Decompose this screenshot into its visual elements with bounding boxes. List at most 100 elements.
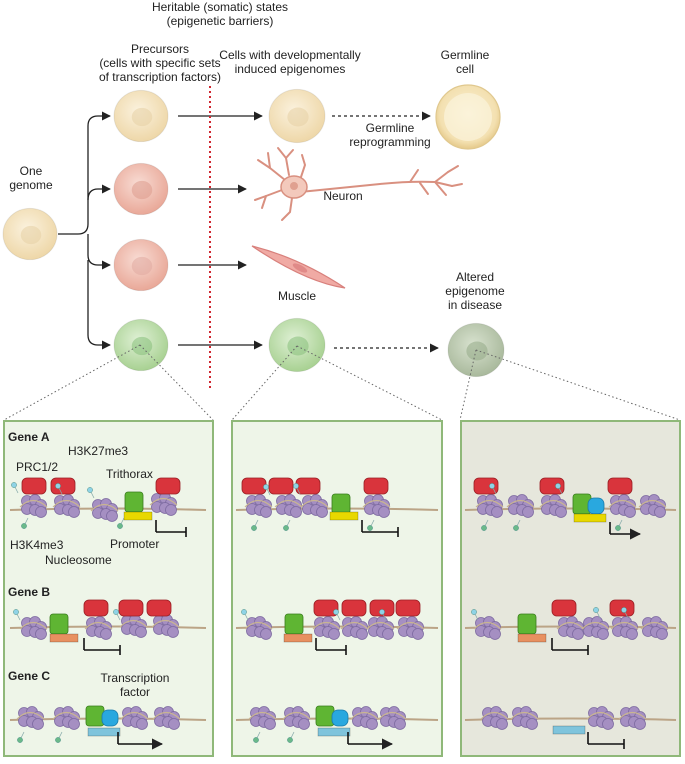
p3-b-nuc-4-wrap [640, 621, 669, 630]
p1-b-k27-1-head [13, 609, 19, 615]
p3-b-nuc-3-wrap [610, 621, 639, 630]
p1-b-nuc-2 [119, 614, 148, 638]
p1-c-nuc-0-histone-5 [32, 718, 44, 730]
p2-a-nuc-0 [244, 494, 273, 518]
p1-b-nuc-2-histone-5 [135, 626, 147, 638]
p3-a-nuc-2 [539, 494, 568, 518]
zoom-line-1b [139, 344, 214, 421]
p2-b-nuc-0-wrap [244, 621, 273, 630]
p3-a-nuc-4-wrap [638, 499, 667, 508]
p1-b-prc-2 [118, 599, 144, 617]
p3-c-nuc-0 [480, 706, 509, 730]
p3-b-trithorax [517, 613, 537, 635]
p1-a-trithorax [124, 491, 144, 513]
p3-a-tf [587, 497, 605, 515]
p2-c-nuc-3-histone-5 [394, 718, 406, 730]
p3-a-nuc-1-wrap [506, 499, 535, 508]
p2-c-nuc-3 [378, 706, 407, 730]
h3k4me3-label: H3K4me3 [10, 538, 64, 552]
p1-b-nuc-3 [151, 614, 180, 638]
p2-b-nuc-2 [340, 616, 369, 640]
p2-a-nuc-0-histone-5 [260, 506, 272, 518]
p2-b-nuc-4-histone-5 [412, 628, 424, 640]
p3-b-nuc-4-histone-5 [656, 628, 668, 640]
promoter-label: Promoter [110, 537, 160, 551]
branch-arrow-2 [87, 184, 111, 201]
p2-b-nuc-0-histone-5 [260, 628, 272, 640]
p3-a-nuc-3-wrap [608, 499, 637, 508]
p3-c-nuc-2-wrap [586, 711, 615, 720]
neuron-process-12 [447, 165, 459, 173]
p3-a-prc-2 [539, 477, 565, 495]
p1-a-k27-3-head [87, 487, 93, 493]
altered-line2: epigenome [445, 284, 505, 298]
p2-c-nuc-1-wrap [282, 711, 311, 720]
p2-a-nuc-3-wrap [362, 499, 391, 508]
p2-c-nuc-3-wrap [378, 711, 407, 720]
p3-c-nuc-1-histone-5 [526, 718, 538, 730]
zoom-line-2b [296, 345, 443, 421]
p1-c-nuc-3-wrap [152, 711, 181, 720]
p2-c-nuc-1-histone-5 [298, 718, 310, 730]
p1-a-nuc-3-wrap [149, 497, 178, 506]
precursors-line2: (cells with specific sets [99, 56, 221, 70]
p3-a-nuc-2-wrap [539, 499, 568, 508]
p2-c-nuc-2-wrap [350, 711, 379, 720]
p1-c-nuc-3-histone-5 [168, 718, 180, 730]
p2-a-k27-2-head [293, 483, 299, 489]
p2-a-prc-2 [268, 477, 294, 495]
p3-c-nuc-3-wrap [618, 711, 647, 720]
p3-c-nuc-1-wrap [510, 711, 539, 720]
p3-a-nuc-4-histone-5 [654, 506, 666, 518]
precursor-cell-4-nucleus [131, 336, 153, 356]
p2-c-k4-2-head [287, 737, 293, 743]
p3-c-nuc-0-wrap [480, 711, 509, 720]
p1-c-nuc-1-histone-5 [68, 718, 80, 730]
neuron-process-4 [254, 189, 283, 201]
p1-b-nuc-1 [84, 616, 113, 640]
muscle-cell [251, 245, 346, 289]
p2-c-nuc-0-wrap [248, 711, 277, 720]
barrier-title: Heritable (somatic) states (epigenetic b… [105, 0, 335, 28]
germline-line2: cell [455, 62, 474, 76]
induced-line1: Cells with developmentally [219, 48, 361, 62]
p1-a-nuc-0-histone-5 [35, 506, 47, 518]
neuron-process-7 [299, 154, 307, 181]
p2-b-nuc-2-wrap [340, 621, 369, 630]
p3-c-nuc-1 [510, 706, 539, 730]
altered-epigenome-label: Altered epigenome in disease [430, 270, 520, 312]
zoom-line-1a [3, 344, 141, 421]
gene-c-label: Gene C [8, 669, 51, 683]
zoom-line-2a [231, 345, 298, 421]
p3-a-k4-1-head [481, 525, 487, 531]
p1-c-nuc-1-wrap [52, 711, 81, 720]
p3-b-prc-1 [551, 599, 577, 617]
p3-c-nuc-0-histone-5 [496, 718, 508, 730]
p3-b-nuc-0-wrap [473, 621, 502, 630]
h3k27me3-label: H3K27me3 [68, 444, 129, 458]
p3-b-nuc-2-wrap [581, 621, 610, 630]
one-genome-cell [2, 207, 58, 261]
germline-cell-nucleus [444, 93, 492, 141]
p2-c-nuc-2 [350, 706, 379, 730]
p3-c-promoter [552, 725, 586, 735]
p1-c-trithorax [85, 705, 105, 727]
p1-c-k4-1-head [17, 737, 23, 743]
muscle-label: Muscle [277, 289, 316, 303]
p1-b-nuc-0-wrap [19, 621, 48, 630]
p1-c-promoter [87, 727, 121, 737]
p3-a-k4-3-head [615, 525, 621, 531]
panel-disease [460, 420, 681, 757]
p2-a-k4-3-head [367, 525, 373, 531]
neuron-nucleus [290, 182, 298, 190]
p1-a-nuc-3 [149, 492, 178, 516]
p2-a-nuc-0-wrap [244, 499, 273, 508]
p3-b-nuc-1 [556, 616, 585, 640]
reprog-line2: reprogramming [349, 135, 431, 149]
p2-a-promoter [329, 511, 359, 521]
p3-a-nuc-0-histone-5 [491, 506, 503, 518]
p2-b-nuc-1-histone-5 [328, 628, 340, 640]
p1-b-trithorax [49, 613, 69, 635]
p3-a-nuc-2-histone-5 [555, 506, 567, 518]
